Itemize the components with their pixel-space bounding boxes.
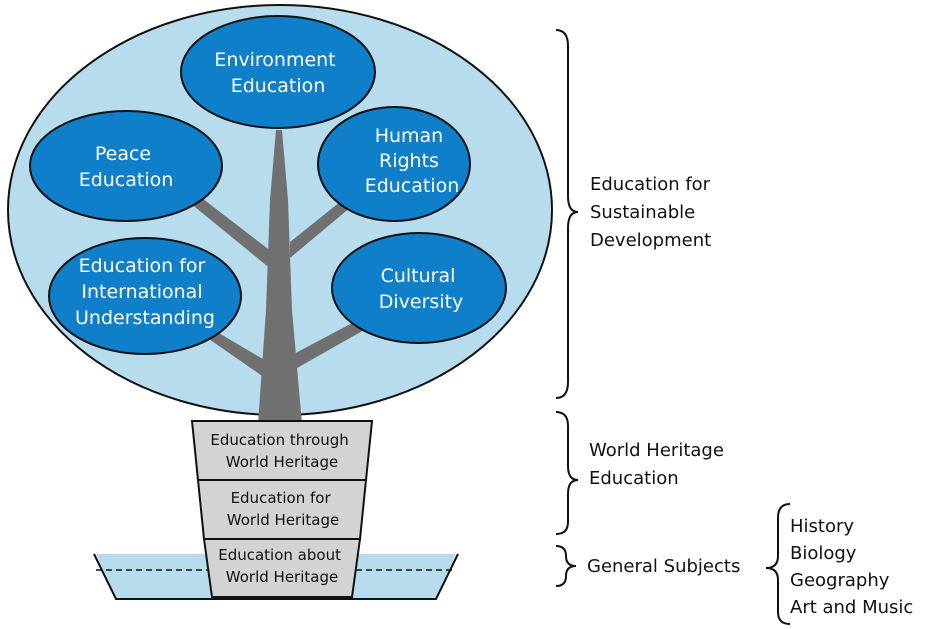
pot-level-top <box>190 420 374 481</box>
label-esd: Education for Sustainable Development <box>590 174 716 251</box>
node-cultural: Cultural Diversity <box>331 232 507 344</box>
pot-level-top-label: Education through World Heritage <box>210 431 353 471</box>
label-general-subjects: General Subjects <box>587 556 740 577</box>
pot-level-middle-label: Education for World Heritage <box>227 489 339 529</box>
brace-whe <box>555 411 579 535</box>
brace-general <box>555 545 577 587</box>
node-human-rights: Human Rights Education <box>317 106 471 222</box>
brace-subjects <box>765 503 791 625</box>
node-human-rights-label: Human Rights Education <box>365 125 460 197</box>
node-peace: Peace Education <box>29 110 223 222</box>
label-subjects-list: History Biology Geography Art and Music <box>790 516 913 618</box>
node-cultural-label: Cultural Diversity <box>379 265 464 313</box>
node-peace-label: Peace Education <box>79 143 174 191</box>
label-whe: World Heritage Education <box>589 440 730 489</box>
pot-level-bottom <box>202 538 362 598</box>
node-environment-label: Environment Education <box>214 49 341 97</box>
node-international: Education for International Understandin… <box>48 237 242 355</box>
brace-esd <box>555 29 579 399</box>
pot: Education through World Heritage Educati… <box>190 420 374 598</box>
node-environment: Environment Education <box>180 15 376 129</box>
pot-level-bottom-label: Education about World Heritage <box>218 546 346 586</box>
node-international-label: Education for International Understandin… <box>75 255 215 329</box>
